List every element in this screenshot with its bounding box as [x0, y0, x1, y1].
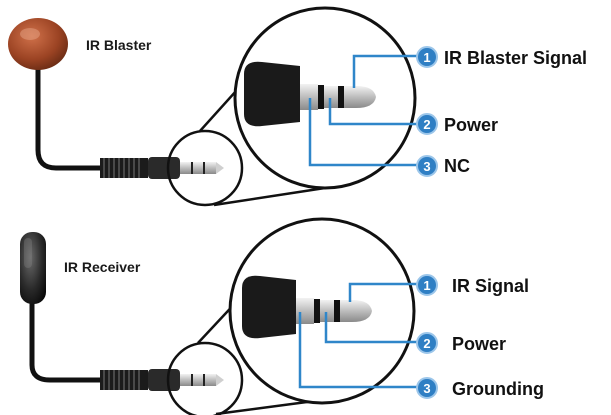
ir-receiver-head: [20, 232, 46, 304]
ir-receiver-wire-2: [324, 312, 420, 344]
svg-text:2: 2: [423, 336, 430, 351]
ir-blaster-device-label: IR Blaster: [86, 37, 152, 53]
ir-receiver-big-plug: [242, 275, 372, 339]
svg-text:3: 3: [423, 159, 430, 174]
ir-blaster-pin-2-badge: 2: [416, 113, 438, 135]
ir-receiver-pin-2-label: Power: [452, 334, 506, 354]
svg-text:1: 1: [423, 50, 430, 65]
ir-receiver-pin-2-badge: 2: [416, 332, 438, 354]
svg-text:1: 1: [423, 278, 430, 293]
ir-blaster-big-plug: [244, 61, 376, 127]
svg-text:3: 3: [423, 381, 430, 396]
ir-receiver-cable: [29, 297, 103, 383]
ir-blaster-wire-1: [352, 54, 420, 88]
ir-receiver-pin-1-badge: 1: [416, 274, 438, 296]
ir-receiver-small-plug: [100, 369, 224, 391]
ir-receiver-panel: 1 2 3 IR Receiver IR Signal Power Ground…: [20, 217, 544, 415]
ir-blaster-pin-2-label: Power: [444, 115, 498, 135]
ir-blaster-cable: [35, 59, 103, 171]
ir-blaster-head: [8, 18, 68, 70]
ir-receiver-device-label: IR Receiver: [64, 259, 141, 275]
ir-blaster-pin-1-badge: 1: [416, 46, 438, 68]
ir-blaster-small-plug: [100, 157, 224, 179]
ir-receiver-wire-1: [348, 282, 420, 302]
svg-text:2: 2: [423, 117, 430, 132]
ir-receiver-wire-3: [298, 312, 420, 389]
ir-receiver-zoom-source-circle: [166, 341, 244, 415]
ir-receiver-pin-1-label: IR Signal: [452, 276, 529, 296]
ir-blaster-wire-3: [308, 98, 420, 167]
ir-blaster-zoom-source-circle: [166, 129, 244, 207]
ir-receiver-pin-3-label: Grounding: [452, 379, 544, 399]
ir-receiver-pin-3-badge: 3: [416, 377, 438, 399]
ir-blaster-pin-wires: [308, 54, 420, 167]
ir-receiver-pin-wires: [298, 282, 420, 389]
ir-blaster-pin-3-badge: 3: [416, 155, 438, 177]
ir-blaster-panel: 1 2 3 IR Blaster IR Blaster Signal Power…: [8, 6, 587, 207]
ir-blaster-wire-2: [328, 98, 420, 126]
ir-blaster-pin-1-label: IR Blaster Signal: [444, 48, 587, 68]
ir-blaster-pin-3-label: NC: [444, 156, 470, 176]
